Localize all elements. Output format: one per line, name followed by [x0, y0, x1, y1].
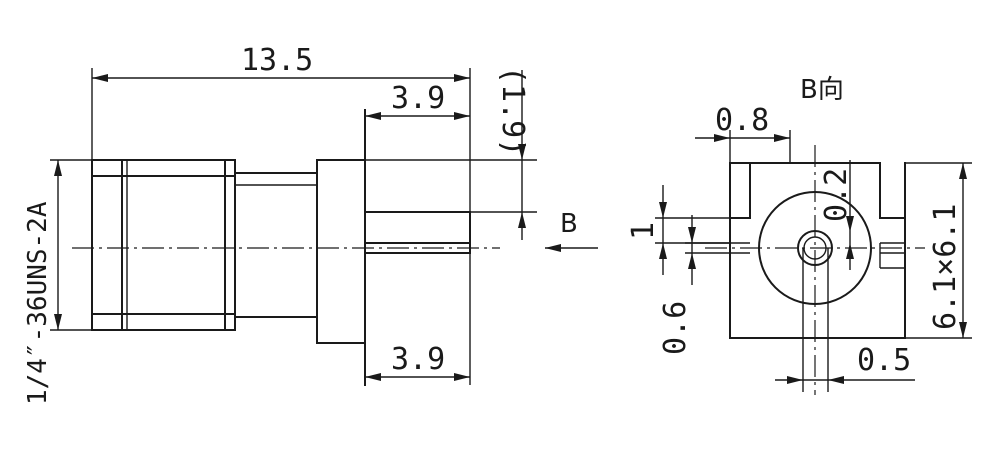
- end-view-title: B向: [800, 75, 844, 105]
- dim-flange-length-top-text: 3.9: [391, 81, 445, 116]
- dim-pin-width-text: 0.5: [857, 343, 911, 378]
- connector-neck: [234, 172, 318, 318]
- view-arrow-b: B: [545, 209, 598, 252]
- end-body-outline: [729, 162, 906, 339]
- dim-rib-height-text: 1: [626, 222, 661, 240]
- dim-flange-offset: (1.9): [365, 66, 537, 240]
- dim-flange-length-top: 3.9: [365, 81, 470, 120]
- view-arrow-b-label: B: [560, 209, 578, 239]
- center-pin: [364, 211, 471, 254]
- dim-slot-width: 0.8: [695, 103, 791, 163]
- dim-body-size: 6.1×6.1: [905, 162, 972, 339]
- thread-spec-text: 1/4″-36UNS-2A: [23, 201, 53, 405]
- dim-pin-width: 0.5: [775, 248, 915, 392]
- dim-overall-length: 13.5: [91, 43, 471, 212]
- dim-base-height: 0.6: [658, 215, 730, 355]
- dim-gap: 0.2: [819, 160, 854, 270]
- dim-slot-width-text: 0.8: [715, 103, 769, 138]
- connector-nut: [91, 159, 236, 331]
- end-view: B向: [626, 75, 972, 395]
- dim-overall-length-text: 13.5: [241, 43, 313, 78]
- dim-flange-length-bottom-text: 3.9: [391, 342, 445, 377]
- dim-body-size-text: 6.1×6.1: [928, 204, 963, 330]
- dim-flange-length-bottom: 3.9: [365, 253, 471, 385]
- dim-gap-text: 0.2: [819, 168, 854, 222]
- side-view: 13.5 3.9 (1.9) 3.9: [23, 43, 598, 405]
- dim-base-height-text: 0.6: [658, 301, 693, 355]
- dim-flange-offset-text: (1.9): [495, 66, 530, 156]
- dim-rib-height: 1: [626, 185, 730, 275]
- dim-thread: 1/4″-36UNS-2A: [23, 159, 92, 405]
